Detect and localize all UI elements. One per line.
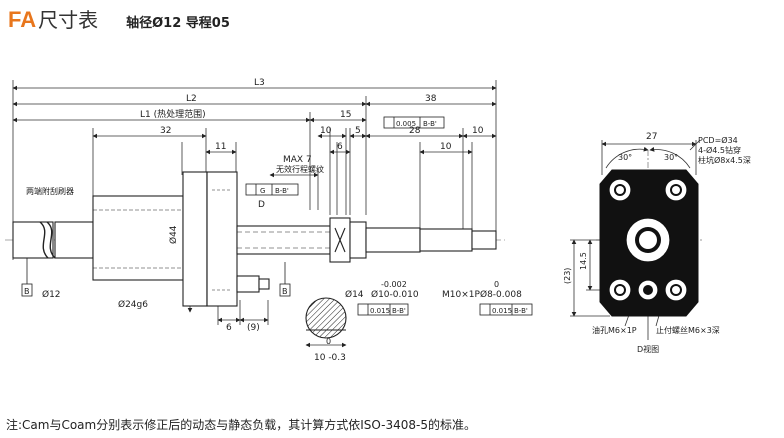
dim-38: 38	[425, 94, 437, 104]
dim-6a: 6	[337, 142, 343, 152]
dim-max7: MAX 7	[283, 155, 312, 165]
label-wiper: 两端附刮刷器	[26, 186, 74, 196]
dim-28: 28	[409, 126, 421, 136]
datum-b-right: B	[282, 287, 288, 296]
side-w27: 27	[646, 132, 657, 142]
tol-runout2: 0.015	[492, 307, 512, 315]
title-bar: FA 尺寸表 轴径Ø12 导程05	[8, 4, 230, 34]
dim-tol-main-top: -0.002	[381, 280, 407, 289]
side-hole: 4-Ø4.5钻穿	[698, 145, 741, 155]
page-subtitle: 轴径Ø12 导程05	[126, 16, 230, 31]
side-oil: 油孔M6×1P	[592, 325, 637, 335]
dim-L3: L3	[254, 78, 265, 88]
dim-phi44: Ø44	[168, 225, 179, 244]
dim-32: 32	[160, 126, 171, 136]
page-title: 尺寸表	[38, 8, 99, 32]
tol-flatness: 0.005	[396, 120, 416, 128]
dim-9: (9)	[247, 323, 260, 333]
datum-b-left: B	[24, 287, 30, 296]
side-d145: 14.5	[579, 252, 588, 270]
dim-max7-note: 无效行程螺纹	[276, 164, 324, 174]
tolerance-frames	[245, 116, 533, 316]
dim-phi12: Ø12	[42, 289, 61, 300]
dim-5: 5	[355, 126, 361, 136]
dim-11: 11	[215, 142, 226, 152]
dim-15: 15	[340, 110, 351, 120]
tol-flatness-ref: B-B'	[423, 120, 437, 128]
dim-10b: 10	[472, 126, 484, 136]
dim-thread: M10×1P	[442, 290, 480, 300]
tol-runout1-ref: B-B'	[392, 307, 406, 315]
dim-phi24: Ø24g6	[118, 299, 148, 310]
side-view-label: D视图	[637, 344, 659, 354]
tol-runout1: 0.015	[370, 307, 390, 315]
dimension-texts: L3 L2 38 L1 (热处理范围) 15 32 10 5 28 10 11 …	[24, 78, 528, 363]
dim-D: D	[258, 200, 265, 210]
key-section	[305, 297, 347, 339]
side-pcd: PCD=Ø34	[698, 135, 738, 145]
side-ang1: 30°	[618, 153, 632, 162]
dim-tol-end-top: 0	[494, 280, 499, 289]
tol-g-ref: B-B'	[275, 187, 289, 195]
tol-runout2-ref: B-B'	[514, 307, 528, 315]
dim-10c: 10	[440, 142, 452, 152]
dim-key-top: 0	[326, 337, 331, 346]
title-prefix: FA	[8, 7, 37, 32]
datum-markers	[21, 258, 291, 297]
dim-L1: L1 (热处理范围)	[140, 108, 206, 120]
dim-L2: L2	[186, 94, 197, 104]
dim-6b: 6	[226, 323, 232, 333]
side-cbore: 柱坑Ø8x4.5深	[698, 155, 751, 165]
tol-g: G	[260, 187, 265, 195]
side-view: 27 PCD=Ø34 4-Ø4.5钻穿 柱坑Ø8x4.5深 30° 30° 14…	[563, 132, 751, 354]
dim-key-w: 10 -0.3	[314, 353, 346, 363]
side-ang2: 30°	[664, 153, 678, 162]
dim-tol-main: Ø10-0.010	[371, 289, 419, 300]
footnote: 注:Cam与Coam分别表示修正后的动态与静态负载，其计算方式依ISO-3408…	[6, 418, 477, 432]
dim-phi14: Ø14	[345, 289, 364, 300]
side-stop: 止付螺丝M6×3深	[656, 325, 720, 335]
dim-10a: 10	[320, 126, 332, 136]
ball-screw-drawing	[5, 171, 505, 307]
side-d23: (23)	[563, 268, 572, 284]
dim-tol-end: Ø8-0.008	[480, 289, 522, 300]
